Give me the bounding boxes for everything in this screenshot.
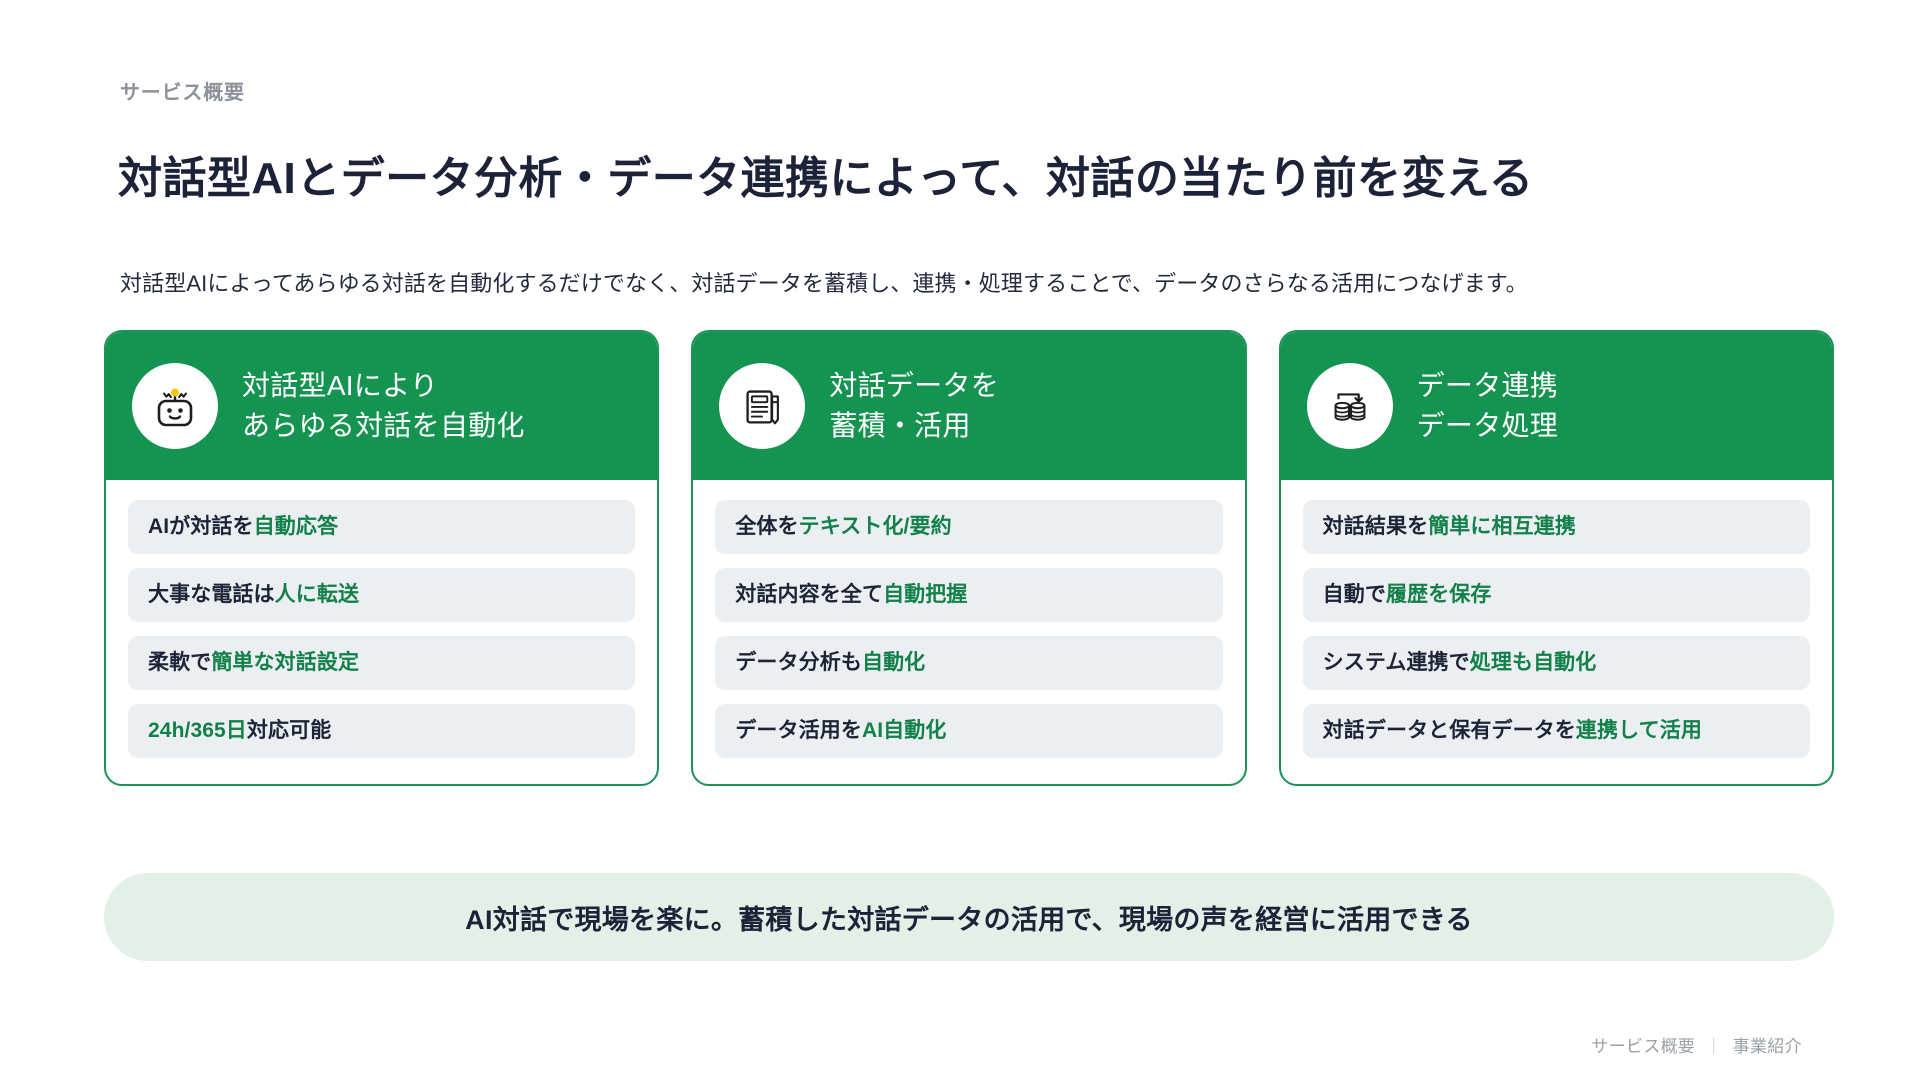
database-sync-icon: [1306, 363, 1393, 449]
item-text: データ分析も: [735, 651, 862, 675]
footer-deck-label: 事業紹介: [1732, 1037, 1802, 1056]
item-text: 対話データと保有データを: [1322, 719, 1576, 743]
summary-banner: AI対話で現場を楽に。蓄積した対話データの活用で、現場の声を経営に活用できる: [104, 873, 1834, 961]
feature-card-data-accumulation: 対話データを 蓄積・活用 全体をテキスト化/要約 対話内容を全て自動把握 データ…: [691, 330, 1247, 786]
item-text: 対話結果を: [1322, 515, 1429, 539]
item-text: 対話内容を全て: [735, 583, 884, 607]
list-item: データ分析も自動化: [715, 636, 1223, 690]
feature-card-data-integration: データ連携 データ処理 対話結果を簡単に相互連携 自動で履歴を保存 システム連携…: [1278, 330, 1834, 786]
list-item: 自動で履歴を保存: [1302, 568, 1810, 622]
card-header: データ連携 データ処理: [1280, 332, 1832, 480]
summary-banner-text: AI対話で現場を楽に。蓄積した対話データの活用で、現場の声を経営に活用できる: [465, 904, 1473, 935]
item-highlight: 自動応答: [253, 515, 339, 539]
item-text: システム連携で: [1322, 651, 1470, 675]
card-title-line-2: 蓄積・活用: [829, 410, 971, 441]
item-highlight: 連携して活用: [1575, 719, 1702, 743]
list-item: 対話結果を簡単に相互連携: [1302, 500, 1810, 554]
card-title-line-1: 対話データを: [829, 370, 1000, 402]
item-highlight: 処理も自動化: [1469, 651, 1597, 675]
item-text: AIが対話を: [148, 515, 254, 539]
card-header: 対話型AIにより あらゆる対話を自動化: [106, 332, 658, 480]
slide-footer: サービス概要 ｜ 事業紹介: [1591, 1032, 1802, 1057]
feature-card-row: 対話型AIにより あらゆる対話を自動化 AIが対話を自動応答 大事な電話は人に転…: [104, 330, 1834, 786]
item-highlight: AI自動化: [861, 719, 947, 743]
feature-card-automation: 対話型AIにより あらゆる対話を自動化 AIが対話を自動応答 大事な電話は人に転…: [104, 330, 660, 786]
card-header-title: 対話データを 蓄積・活用: [829, 366, 999, 446]
footer-separator: ｜: [1705, 1037, 1723, 1056]
item-highlight: 自動把握: [883, 583, 968, 607]
item-text: 全体を: [735, 515, 799, 539]
card-title-line-1: データ連携: [1416, 370, 1559, 402]
list-item: システム連携で処理も自動化: [1302, 636, 1810, 690]
item-highlight: テキスト化/要約: [798, 515, 952, 539]
list-item: 対話データと保有データを連携して活用: [1302, 704, 1810, 758]
card-header-title: 対話型AIにより あらゆる対話を自動化: [242, 366, 525, 446]
item-highlight: 履歴を保存: [1385, 583, 1492, 607]
card-title-line-1: 対話型AIにより: [242, 370, 439, 402]
item-text: 大事な電話は: [148, 583, 275, 607]
item-text: 柔軟で: [148, 651, 212, 675]
card-header: 対話データを 蓄積・活用: [693, 332, 1245, 480]
item-highlight: 自動化: [861, 651, 926, 675]
list-item: 対話内容を全て自動把握: [715, 568, 1223, 622]
card-header-title: データ連携 データ処理: [1417, 366, 1558, 446]
card-title-line-2: あらゆる対話を自動化: [242, 410, 525, 441]
item-highlight: 簡単な対話設定: [211, 651, 360, 675]
item-highlight: 24h/365日: [148, 719, 247, 743]
robot-icon: [132, 363, 218, 449]
card-item-list: 全体をテキスト化/要約 対話内容を全て自動把握 データ分析も自動化 データ活用を…: [693, 480, 1244, 784]
list-item: AIが対話を自動応答: [128, 500, 636, 554]
card-title-line-2: データ処理: [1416, 410, 1559, 441]
footer-section-label: サービス概要: [1591, 1037, 1696, 1056]
card-item-list: AIが対話を自動応答 大事な電話は人に転送 柔軟で簡単な対話設定 24h/365…: [106, 480, 657, 784]
item-text: 自動で: [1322, 583, 1386, 607]
lede-paragraph: 対話型AIによってあらゆる対話を自動化するだけでなく、対話データを蓄積し、連携・…: [120, 271, 1528, 296]
list-item: 大事な電話は人に転送: [128, 568, 636, 622]
item-highlight: 簡単に相互連携: [1428, 515, 1576, 539]
list-item: 24h/365日対応可能: [128, 704, 636, 758]
document-pencil-icon: [719, 363, 806, 449]
list-item: 全体をテキスト化/要約: [715, 500, 1223, 554]
item-text-after: 対応可能: [246, 719, 332, 743]
item-text: データ活用を: [735, 719, 862, 743]
eyebrow-label: サービス概要: [120, 82, 245, 104]
card-item-list: 対話結果を簡単に相互連携 自動で履歴を保存 システム連携で処理も自動化 対話デー…: [1281, 480, 1832, 784]
list-item: 柔軟で簡単な対話設定: [128, 636, 636, 690]
page-title: 対話型AIとデータ分析・データ連携によって、対話の当たり前を変える: [118, 154, 1534, 204]
item-highlight: 人に転送: [274, 583, 360, 607]
